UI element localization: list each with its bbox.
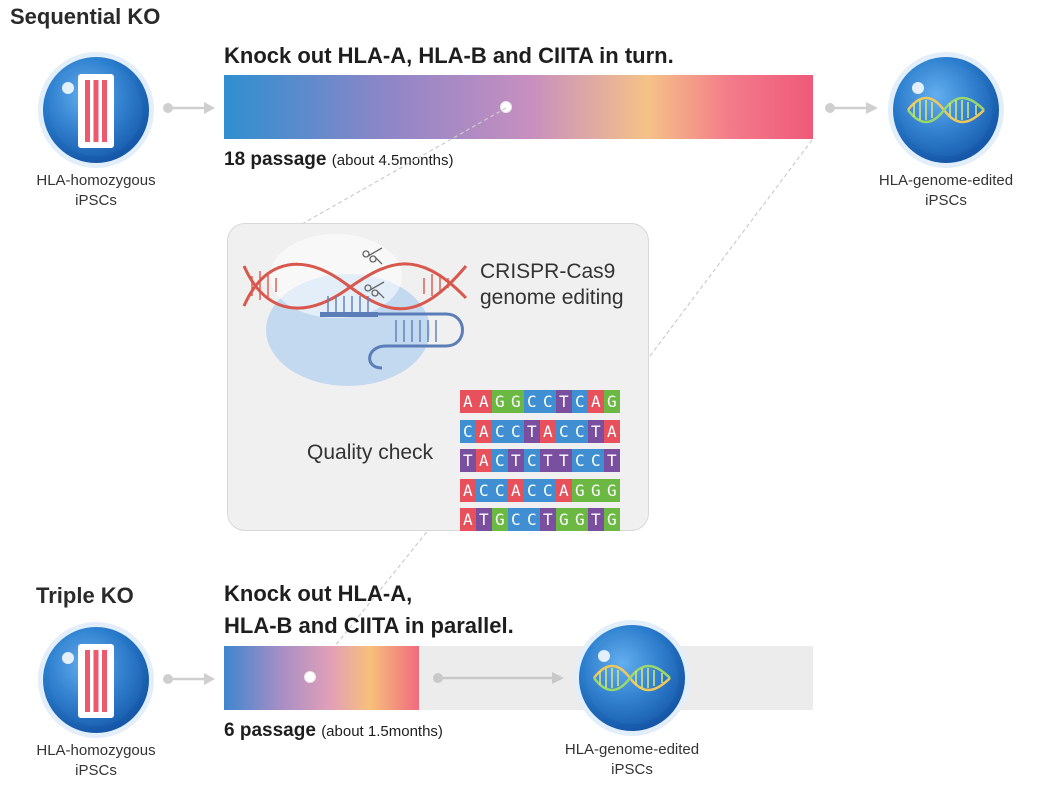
crispr-cas9-icon [242,234,468,386]
dna-cell-icon [888,52,1004,168]
base-cell: G [604,478,620,502]
base-cell: G [604,390,620,413]
base-cell: T [540,508,556,531]
arrow-icon [163,102,215,114]
base-cell: C [540,478,556,502]
base-cell: G [572,478,588,502]
triple-headline-line-1: Knock out HLA-A, [224,581,413,606]
base-cell: T [588,419,604,443]
base-cell: C [572,419,588,443]
base-cell: A [604,419,620,443]
base-cell: C [524,390,540,413]
base-cell: C [524,508,540,531]
dna-cell-icon [574,620,690,736]
source-label-line-2: iPSCs [75,762,117,779]
base-cell: A [588,390,604,413]
base-cell: A [508,478,524,502]
base-cell: C [476,478,492,502]
triple-headline: Knock out HLA-A, HLA-B and CIITA in para… [224,578,514,642]
base-cell: C [508,508,524,531]
triple-ko-title: Triple KO [36,583,134,608]
arrow-icon [163,673,215,685]
base-cell: T [476,508,492,531]
base-cell: A [460,390,476,413]
arrow-icon [433,672,564,684]
base-cell: C [524,449,540,472]
base-cell: T [524,419,540,443]
base-cell: A [556,478,572,502]
base-cell: C [492,419,508,443]
base-cell: G [508,390,524,413]
chromosome-cell-icon [38,622,154,738]
source-label-line-1: HLA-homozygous [36,172,156,189]
triple-passage-count: 6 passage [224,720,316,741]
crispr-label: CRISPR-Cas9 genome editing [480,259,624,311]
result-label-line-1: HLA-genome-edited [564,741,700,758]
base-cell: A [476,390,492,413]
base-cell: G [492,508,508,531]
base-cell: G [604,508,620,531]
base-cell: A [460,478,476,502]
base-cell: T [540,449,556,472]
base-cell: C [492,478,508,502]
triple-duration: (about 1.5months) [321,723,443,740]
base-cell: T [556,449,572,472]
result-label-line-2: iPSCs [611,761,653,778]
sequential-passage-count: 18 passage [224,149,327,170]
timeline-marker [304,671,316,683]
base-cell: C [508,419,524,443]
base-cell: C [556,419,572,443]
base-cell: T [604,449,620,472]
base-cell: C [588,449,604,472]
base-cell: A [476,419,492,443]
sequential-passage: 18 passage (about 4.5months) [224,149,454,171]
source-label-line-1: HLA-homozygous [36,742,156,759]
sequential-timeline-bar [224,75,813,139]
base-cell: G [492,390,508,413]
result-label-line-2: iPSCs [925,192,967,209]
base-cell: T [556,390,572,413]
base-cell: T [508,449,524,472]
base-cell: C [572,449,588,472]
base-cell: A [476,449,492,472]
result-label-line-1: HLA-genome-edited [878,172,1014,189]
crispr-label-line-1: CRISPR-Cas9 [480,260,616,283]
base-cell: C [460,419,476,443]
sequential-duration: (about 4.5months) [331,152,454,169]
base-cell: A [540,419,556,443]
sequential-headline: Knock out HLA-A, HLA-B and CIITA in turn… [224,43,674,68]
base-cell: C [540,390,556,413]
triple-timeline-bar [224,646,419,710]
base-cell: C [524,478,540,502]
base-cell: A [460,508,476,531]
triple-passage: 6 passage (about 1.5months) [224,720,443,742]
base-cell: T [460,449,476,472]
sequential-source-label: HLA-homozygous iPSCs [6,171,186,211]
triple-result-label: HLA-genome-edited iPSCs [542,740,722,780]
crispr-label-line-2: genome editing [480,286,624,309]
sequential-ko-title: Sequential KO [10,4,161,29]
base-cell: G [556,508,572,531]
base-cell: G [588,478,604,502]
base-cell: C [572,390,588,413]
quality-check-label: Quality check [307,441,434,464]
arrow-icon [825,102,878,114]
triple-source-label: HLA-homozygous iPSCs [6,741,186,781]
base-cell: T [588,508,604,531]
triple-headline-line-2: HLA-B and CIITA in parallel. [224,613,514,638]
base-cell: G [572,508,588,531]
base-cell: C [492,449,508,472]
chromosome-cell-icon [38,52,154,168]
source-label-line-2: iPSCs [75,192,117,209]
sequential-result-label: HLA-genome-edited iPSCs [856,171,1036,211]
